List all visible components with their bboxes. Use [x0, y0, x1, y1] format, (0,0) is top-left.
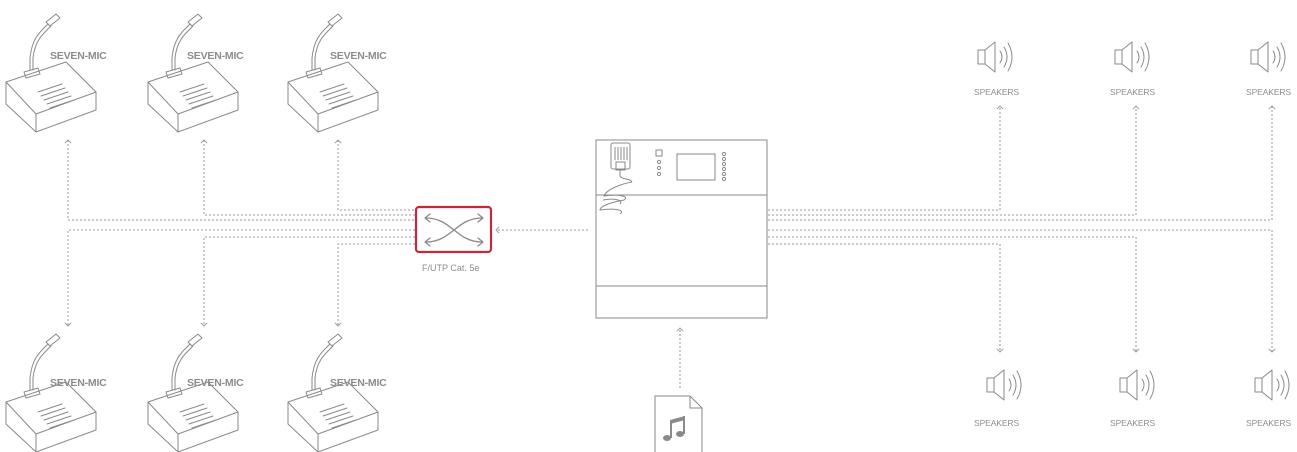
speaker-bottom-3 [1254, 369, 1290, 401]
desk-microphone-icon [147, 13, 239, 133]
mic-label: SEVEN-MIC [330, 377, 387, 389]
link-mic-top-3 [334, 139, 415, 211]
speaker-icon [1119, 369, 1155, 401]
link-speaker-bottom-1 [768, 243, 1004, 353]
mic-top-3 [287, 13, 379, 133]
music-note-icon [663, 416, 685, 441]
desk-microphone-icon [287, 13, 379, 133]
switch-label: F/UTP Cat. 5e [422, 263, 480, 273]
speaker-icon [1254, 369, 1290, 401]
speaker-label: SPEAKERS [1110, 418, 1156, 428]
mic-bottom-3 [287, 333, 379, 452]
speaker-label: SPEAKERS [974, 418, 1020, 428]
link-mic-bottom-3 [334, 243, 415, 327]
amplifier-unit [595, 139, 768, 319]
handheld-mic-icon [599, 142, 633, 215]
network-switch [414, 205, 493, 254]
link-speaker-top-3 [768, 105, 1276, 221]
speaker-label: SPEAKERS [1246, 87, 1292, 97]
link-mic-bottom-2 [200, 236, 415, 327]
mic-label: SEVEN-MIC [330, 50, 387, 62]
mic-top-1 [5, 13, 97, 133]
mic-label: SEVEN-MIC [187, 377, 244, 389]
speaker-bottom-2 [1119, 369, 1155, 401]
left-cabling [64, 139, 588, 327]
speaker-icon [986, 369, 1022, 401]
speaker-icon [977, 41, 1013, 73]
mic-top-2 [147, 13, 239, 133]
mic-label: SEVEN-MIC [50, 50, 107, 62]
audio-file-icon [654, 395, 703, 452]
speaker-top-2 [1114, 41, 1150, 73]
desk-microphone-icon [287, 333, 379, 452]
mic-bottom-2 [147, 333, 239, 452]
link-mic-top-1 [64, 139, 415, 221]
speaker-label: SPEAKERS [974, 87, 1020, 97]
right-cabling [676, 105, 1276, 388]
display-screen-icon [676, 153, 716, 181]
speaker-icon [1114, 41, 1150, 73]
power-button-icon [655, 149, 663, 157]
speaker-top-3 [1250, 41, 1286, 73]
link-mic-top-2 [200, 139, 415, 216]
crossover-arrows-icon [424, 213, 484, 247]
link-speaker-top-2 [768, 105, 1140, 216]
speaker-label: SPEAKERS [1110, 87, 1156, 97]
speaker-icon [1250, 41, 1286, 73]
speaker-label: SPEAKERS [1246, 418, 1292, 428]
amplifier-cabinet [595, 139, 768, 319]
speaker-top-1 [977, 41, 1013, 73]
mic-bottom-1 [5, 333, 97, 452]
link-speaker-bottom-3 [768, 229, 1276, 353]
desk-microphone-icon [5, 13, 97, 133]
mic-label: SEVEN-MIC [50, 377, 107, 389]
link-speaker-top-1 [768, 105, 1004, 211]
speaker-bottom-1 [986, 369, 1022, 401]
desk-microphone-icon [147, 333, 239, 452]
link-speaker-bottom-2 [768, 236, 1140, 353]
desk-microphone-icon [5, 333, 97, 452]
mic-label: SEVEN-MIC [187, 50, 244, 62]
